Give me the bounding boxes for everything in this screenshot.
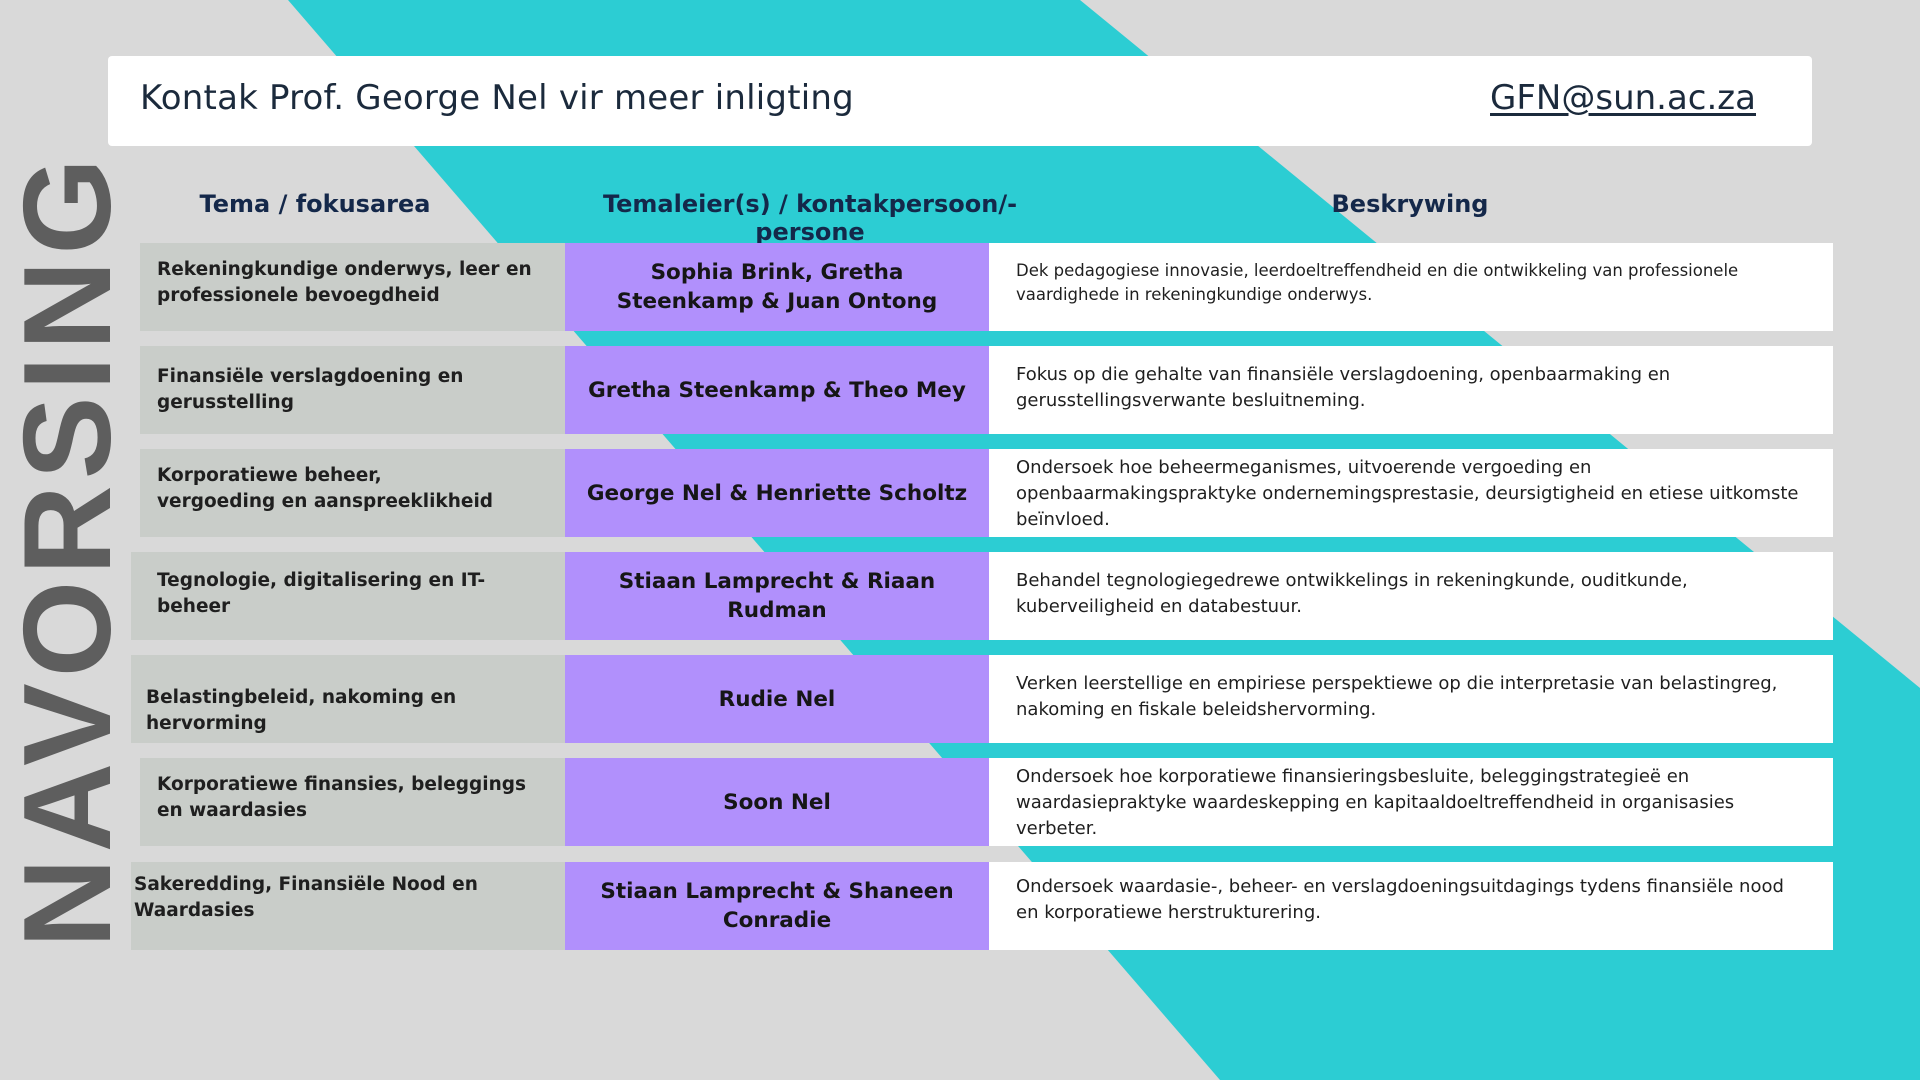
description-cell: Behandel tegnologiegedrewe ontwikkelings… xyxy=(989,552,1833,640)
contact-banner: Kontak Prof. George Nel vir meer inligti… xyxy=(108,56,1812,146)
topic-cell: Tegnologie, digitalisering en IT-beheer xyxy=(131,552,565,640)
lead-cell: George Nel & Henriette Scholtz xyxy=(565,449,989,537)
table-row: Korporatiewe beheer, vergoeding en aansp… xyxy=(0,449,1833,537)
column-header-topic: Tema / fokusarea xyxy=(199,190,431,218)
lead-cell: Sophia Brink, Gretha Steenkamp & Juan On… xyxy=(565,243,989,331)
topic-cell: Rekeningkundige onderwys, leer en profes… xyxy=(140,243,565,331)
description-cell: Fokus op die gehalte van finansiële vers… xyxy=(989,346,1833,434)
table-row: Korporatiewe finansies, beleggings en wa… xyxy=(0,758,1833,846)
description-cell: Ondersoek hoe korporatiewe finansierings… xyxy=(989,758,1833,846)
lead-cell: Gretha Steenkamp & Theo Mey xyxy=(565,346,989,434)
table-row: Rekeningkundige onderwys, leer en profes… xyxy=(0,243,1833,331)
lead-cell: Rudie Nel xyxy=(565,655,989,743)
topic-cell: Korporatiewe finansies, beleggings en wa… xyxy=(140,758,565,846)
table-row: Belastingbeleid, nakoming en hervorming … xyxy=(0,655,1833,743)
column-header-description: Beskrywing xyxy=(1331,190,1489,218)
topic-cell: Finansiële verslagdoening en gerusstelli… xyxy=(140,346,565,434)
table-row: Tegnologie, digitalisering en IT-beheer … xyxy=(0,552,1833,640)
lead-cell: Soon Nel xyxy=(565,758,989,846)
description-cell: Verken leerstellige en empiriese perspek… xyxy=(989,655,1833,743)
table-row: Finansiële verslagdoening en gerusstelli… xyxy=(0,346,1833,434)
table-row: Sakeredding, Finansiële Nood en Waardasi… xyxy=(0,862,1833,950)
lead-cell: Stiaan Lamprecht & Shaneen Conradie xyxy=(565,862,989,950)
topic-cell: Korporatiewe beheer, vergoeding en aansp… xyxy=(140,449,565,537)
description-cell: Dek pedagogiese innovasie, leerdoeltreff… xyxy=(989,243,1833,331)
column-header-leads: Temaleier(s) / kontakpersoon/-persone xyxy=(602,190,1018,246)
topic-cell: Belastingbeleid, nakoming en hervorming xyxy=(131,655,565,743)
description-cell: Ondersoek hoe beheermeganismes, uitvoere… xyxy=(989,449,1833,537)
contact-text: Kontak Prof. George Nel vir meer inligti… xyxy=(140,78,854,118)
lead-cell: Stiaan Lamprecht & Riaan Rudman xyxy=(565,552,989,640)
email-link[interactable]: GFN@sun.ac.za xyxy=(1490,78,1756,118)
description-cell: Ondersoek waardasie-, beheer- en verslag… xyxy=(989,862,1833,950)
topic-cell: Sakeredding, Finansiële Nood en Waardasi… xyxy=(131,862,565,950)
